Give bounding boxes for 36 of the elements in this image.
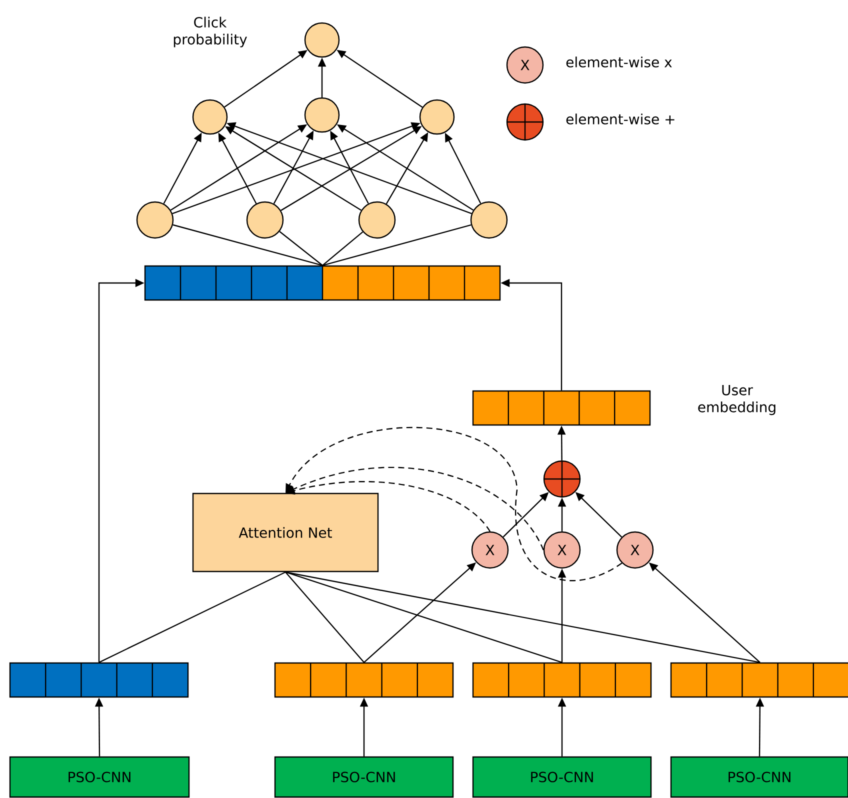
embedding-vector [9, 662, 189, 698]
connector-line [279, 231, 323, 266]
dashed-arrow [286, 426, 622, 582]
caption-text: Click probability [174, 16, 247, 48]
embedding-vector [472, 662, 652, 698]
neuron-circle [136, 201, 174, 239]
process-box: PSO-CNN [472, 756, 652, 798]
embedding-vector [670, 662, 848, 698]
neuron-circle [192, 99, 228, 135]
process-box: PSO-CNN [670, 756, 848, 798]
connector-line [98, 572, 286, 663]
connector-line [322, 231, 364, 266]
caption-text: User embedding [698, 384, 776, 416]
process-box: PSO-CNN [9, 756, 190, 798]
connector-line [172, 224, 323, 266]
connector-line [285, 572, 562, 663]
neuron-circle [419, 99, 455, 135]
neuron-circle [470, 201, 508, 239]
legend-text: element-wise + [566, 114, 674, 124]
process-box: Attention Net [192, 492, 379, 572]
neuron-circle [246, 201, 284, 239]
connector-line [285, 572, 364, 663]
embedding-vector [274, 662, 454, 698]
neuron-circle [304, 22, 340, 58]
connector-line [322, 224, 472, 266]
plus-operator [543, 460, 581, 498]
process-box: PSO-CNN [274, 756, 454, 798]
connector-line [285, 572, 760, 663]
multiply-operator: X [471, 531, 509, 569]
embedding-vector [472, 390, 651, 426]
neuron-circle [358, 201, 396, 239]
embedding-vector [144, 265, 501, 301]
legend-text: element-wise x [566, 56, 672, 68]
multiply-operator: X [616, 531, 654, 569]
multiply-operator: X [543, 531, 581, 569]
neuron-circle [304, 97, 340, 133]
